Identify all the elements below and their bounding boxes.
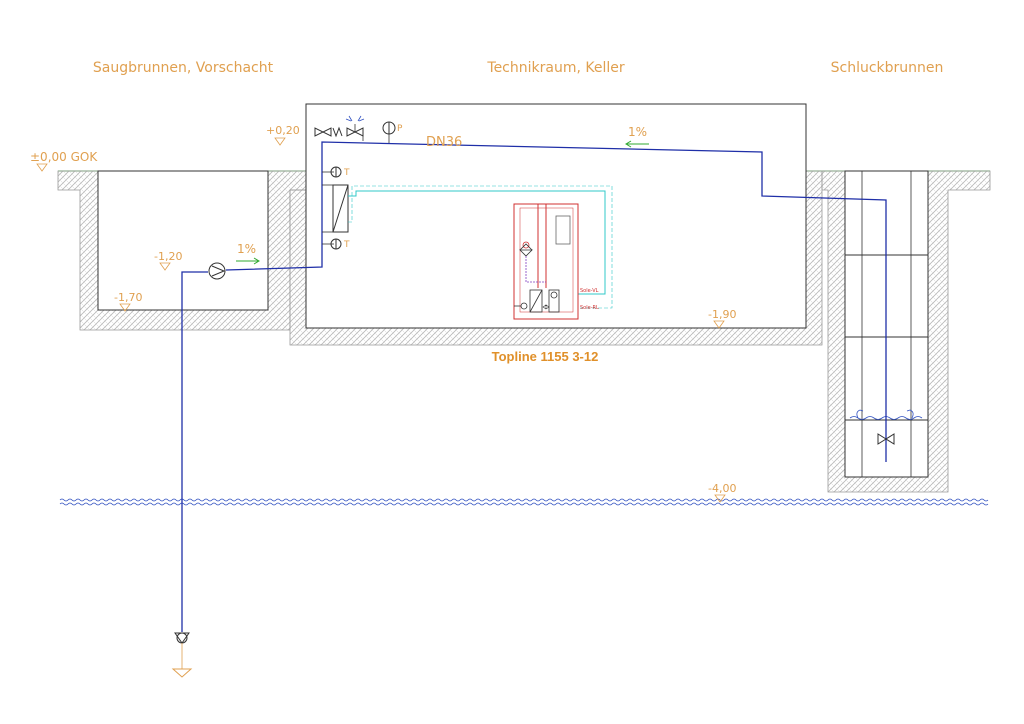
level-marker-minus120: -1,20 bbox=[154, 250, 182, 271]
svg-text:+0,20: +0,20 bbox=[266, 124, 300, 137]
section-title-middle: Technikraum, Keller bbox=[486, 60, 624, 76]
injection-valve-icon bbox=[856, 409, 914, 445]
svg-text:1%: 1% bbox=[237, 242, 256, 256]
groundwater-line bbox=[59, 498, 989, 506]
svg-text:T: T bbox=[343, 240, 350, 250]
heat-exchanger: T T bbox=[322, 166, 350, 250]
slope-indicator-suction: 1% bbox=[236, 242, 260, 265]
svg-text:-1,90: -1,90 bbox=[708, 308, 736, 321]
level-marker-minus400: -4,00 bbox=[708, 482, 736, 503]
check-valve-icon bbox=[330, 126, 343, 138]
pressure-gauge-icon: P bbox=[382, 121, 403, 143]
level-marker-gok: ±0,00 GOK bbox=[30, 150, 98, 172]
section-title-right: Schluckbrunnen bbox=[831, 60, 944, 76]
svg-text:-1,20: -1,20 bbox=[154, 250, 182, 263]
svg-text:T: T bbox=[343, 168, 350, 178]
svg-text:Sole-RL: Sole-RL bbox=[580, 305, 599, 311]
svg-text:-4,00: -4,00 bbox=[708, 482, 736, 495]
heat-pump-model-label: Topline 1155 3-12 bbox=[492, 349, 599, 364]
svg-text:Sole-VL: Sole-VL bbox=[580, 288, 599, 294]
circulation-pump-icon bbox=[208, 262, 226, 280]
level-marker-minus170: -1,70 bbox=[114, 291, 142, 312]
level-marker-plus020: +0,20 bbox=[266, 124, 300, 146]
svg-text:1%: 1% bbox=[628, 125, 647, 139]
svg-text:-1,70: -1,70 bbox=[114, 291, 142, 304]
svg-text:P: P bbox=[397, 124, 403, 134]
section-title-left: Saugbrunnen, Vorschacht bbox=[93, 60, 274, 76]
level-marker-minus190: -1,90 bbox=[708, 308, 736, 329]
sole-circuit bbox=[348, 185, 613, 309]
pipe-dn-label: DN36 bbox=[426, 135, 462, 150]
vorschacht-walls bbox=[57, 170, 307, 331]
slope-indicator-main: 1% bbox=[625, 125, 649, 148]
valve-filter-group: P bbox=[314, 115, 403, 143]
schluckbrunnen-walls bbox=[821, 170, 991, 493]
heat-pump-unit: Sole-VL Sole-RL bbox=[513, 203, 599, 320]
well-pump-icon bbox=[171, 632, 193, 678]
water-pipe bbox=[181, 141, 887, 632]
svg-text:±0,00 GOK: ±0,00 GOK bbox=[30, 150, 98, 164]
